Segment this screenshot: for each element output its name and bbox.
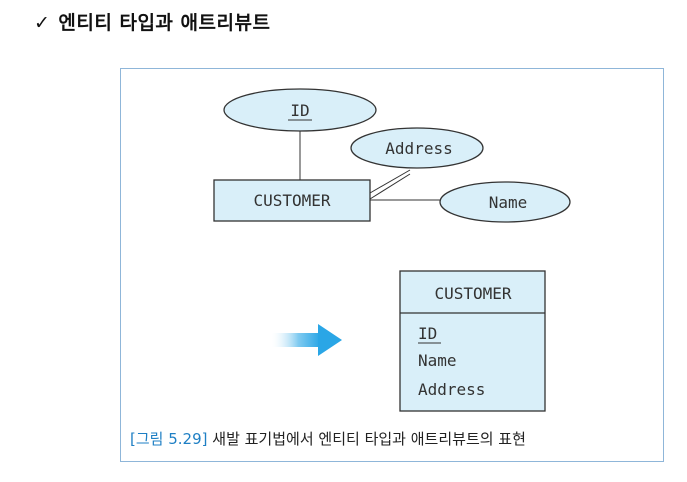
- attribute-name-ellipse: [439, 181, 571, 223]
- transform-arrow-icon: [272, 324, 342, 356]
- attribute-address-label: Address: [385, 139, 452, 158]
- attribute-name-label: Name: [489, 193, 528, 212]
- attribute-id-label: ID: [290, 101, 309, 120]
- entity-customer-box: [213, 179, 371, 222]
- crows-foot-entity-title: CUSTOMER: [434, 284, 511, 303]
- attribute-id-ellipse: [223, 88, 377, 132]
- crows-foot-attr-address: Address: [418, 380, 485, 399]
- connector-address-1: [369, 169, 411, 194]
- crows-foot-attr-name: Name: [418, 351, 457, 370]
- heading-text: 엔티티 타입과 애트리뷰트: [58, 12, 271, 34]
- crows-foot-attr-id: ID: [418, 324, 437, 343]
- figure-caption: [그림 5.29] 새발 표기법에서 엔티티 타입과 애트리뷰트의 표현: [130, 428, 526, 449]
- caption-text: 새발 표기법에서 엔티티 타입과 애트리뷰트의 표현: [212, 430, 526, 448]
- heading: ✓ 엔티티 타입과 애트리뷰트: [34, 8, 270, 35]
- entity-customer-label: CUSTOMER: [253, 191, 330, 210]
- connector-address-2: [369, 173, 411, 200]
- crows-foot-entity-box: [399, 270, 546, 412]
- caption-label: [그림 5.29]: [130, 430, 208, 448]
- attribute-address-ellipse: [350, 127, 484, 169]
- check-icon: ✓: [34, 12, 51, 34]
